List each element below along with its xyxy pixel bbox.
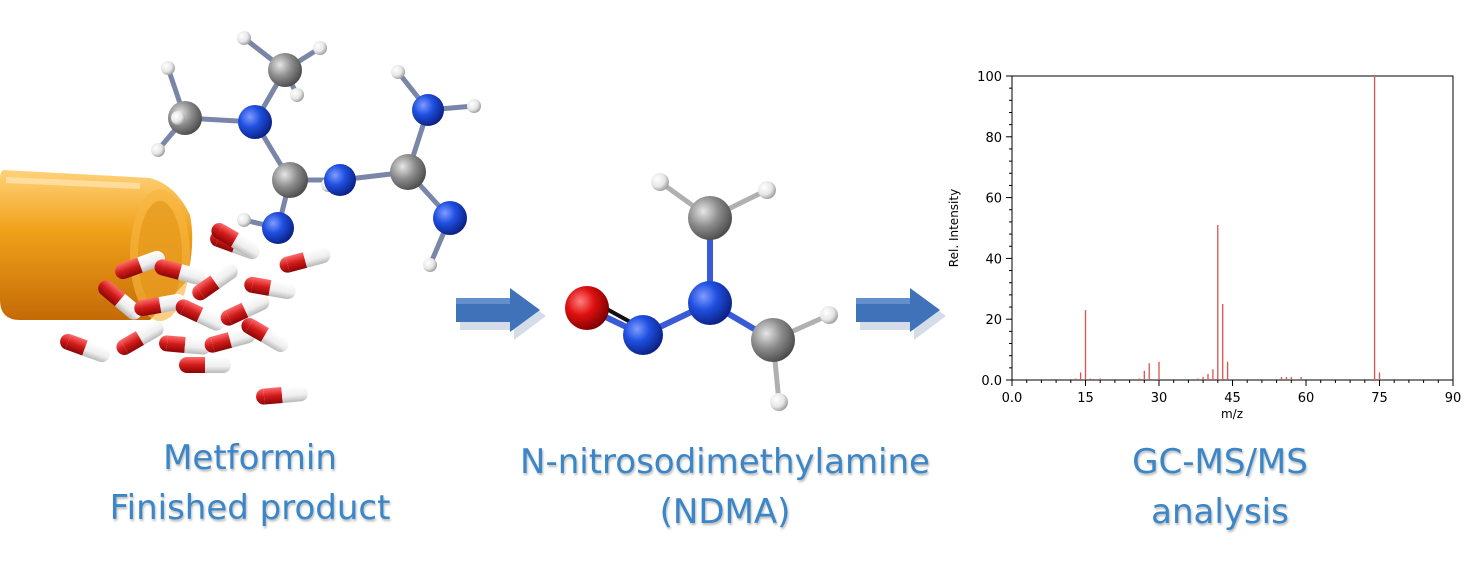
caption-line: N-nitrosodimethylamine	[520, 442, 930, 482]
y-tick-label: 60	[985, 192, 1002, 207]
x-tick-label: 0.0	[1002, 391, 1023, 406]
y-tick-label: 100	[977, 70, 1002, 85]
pill-bottle	[0, 170, 193, 321]
plot-frame	[1011, 75, 1454, 381]
gcms-caption: GC-MS/MS analysis	[1080, 437, 1360, 537]
y-axis-label: Rel. Intensity	[947, 189, 961, 267]
x-tick-label: 90	[1445, 391, 1462, 406]
caption-line: GC-MS/MS	[1132, 442, 1308, 482]
metformin-molecule	[151, 31, 481, 272]
x-axis-label: m/z	[1221, 407, 1243, 421]
caption-line: (NDMA)	[659, 492, 791, 532]
ndma-molecule	[565, 173, 838, 411]
metformin-illustration	[0, 31, 481, 406]
caption-line: Finished product	[109, 488, 391, 528]
x-tick-label: 75	[1371, 391, 1388, 406]
x-tick-label: 45	[1224, 391, 1241, 406]
metformin-caption: Metformin Finished product	[70, 433, 430, 533]
x-tick-label: 30	[1151, 391, 1168, 406]
y-tick-label: 20	[985, 313, 1002, 328]
arrow-right-icon	[856, 288, 946, 340]
arrow-right-icon	[456, 288, 546, 340]
y-tick-label: 0.0	[981, 374, 1002, 389]
ndma-caption: N-nitrosodimethylamine (NDMA)	[500, 437, 950, 537]
caption-line: Metformin	[163, 438, 337, 478]
mass-spectrum-chart: 0.0 15 30 45 60 75 90 0.0 20 40 60 80 100 Rel. Inten…	[947, 70, 1462, 421]
y-tick-label: 40	[985, 252, 1002, 267]
caption-line: analysis	[1151, 492, 1289, 532]
x-tick-label: 60	[1298, 391, 1315, 406]
x-tick-label: 15	[1077, 391, 1094, 406]
y-tick-label: 80	[985, 131, 1002, 146]
